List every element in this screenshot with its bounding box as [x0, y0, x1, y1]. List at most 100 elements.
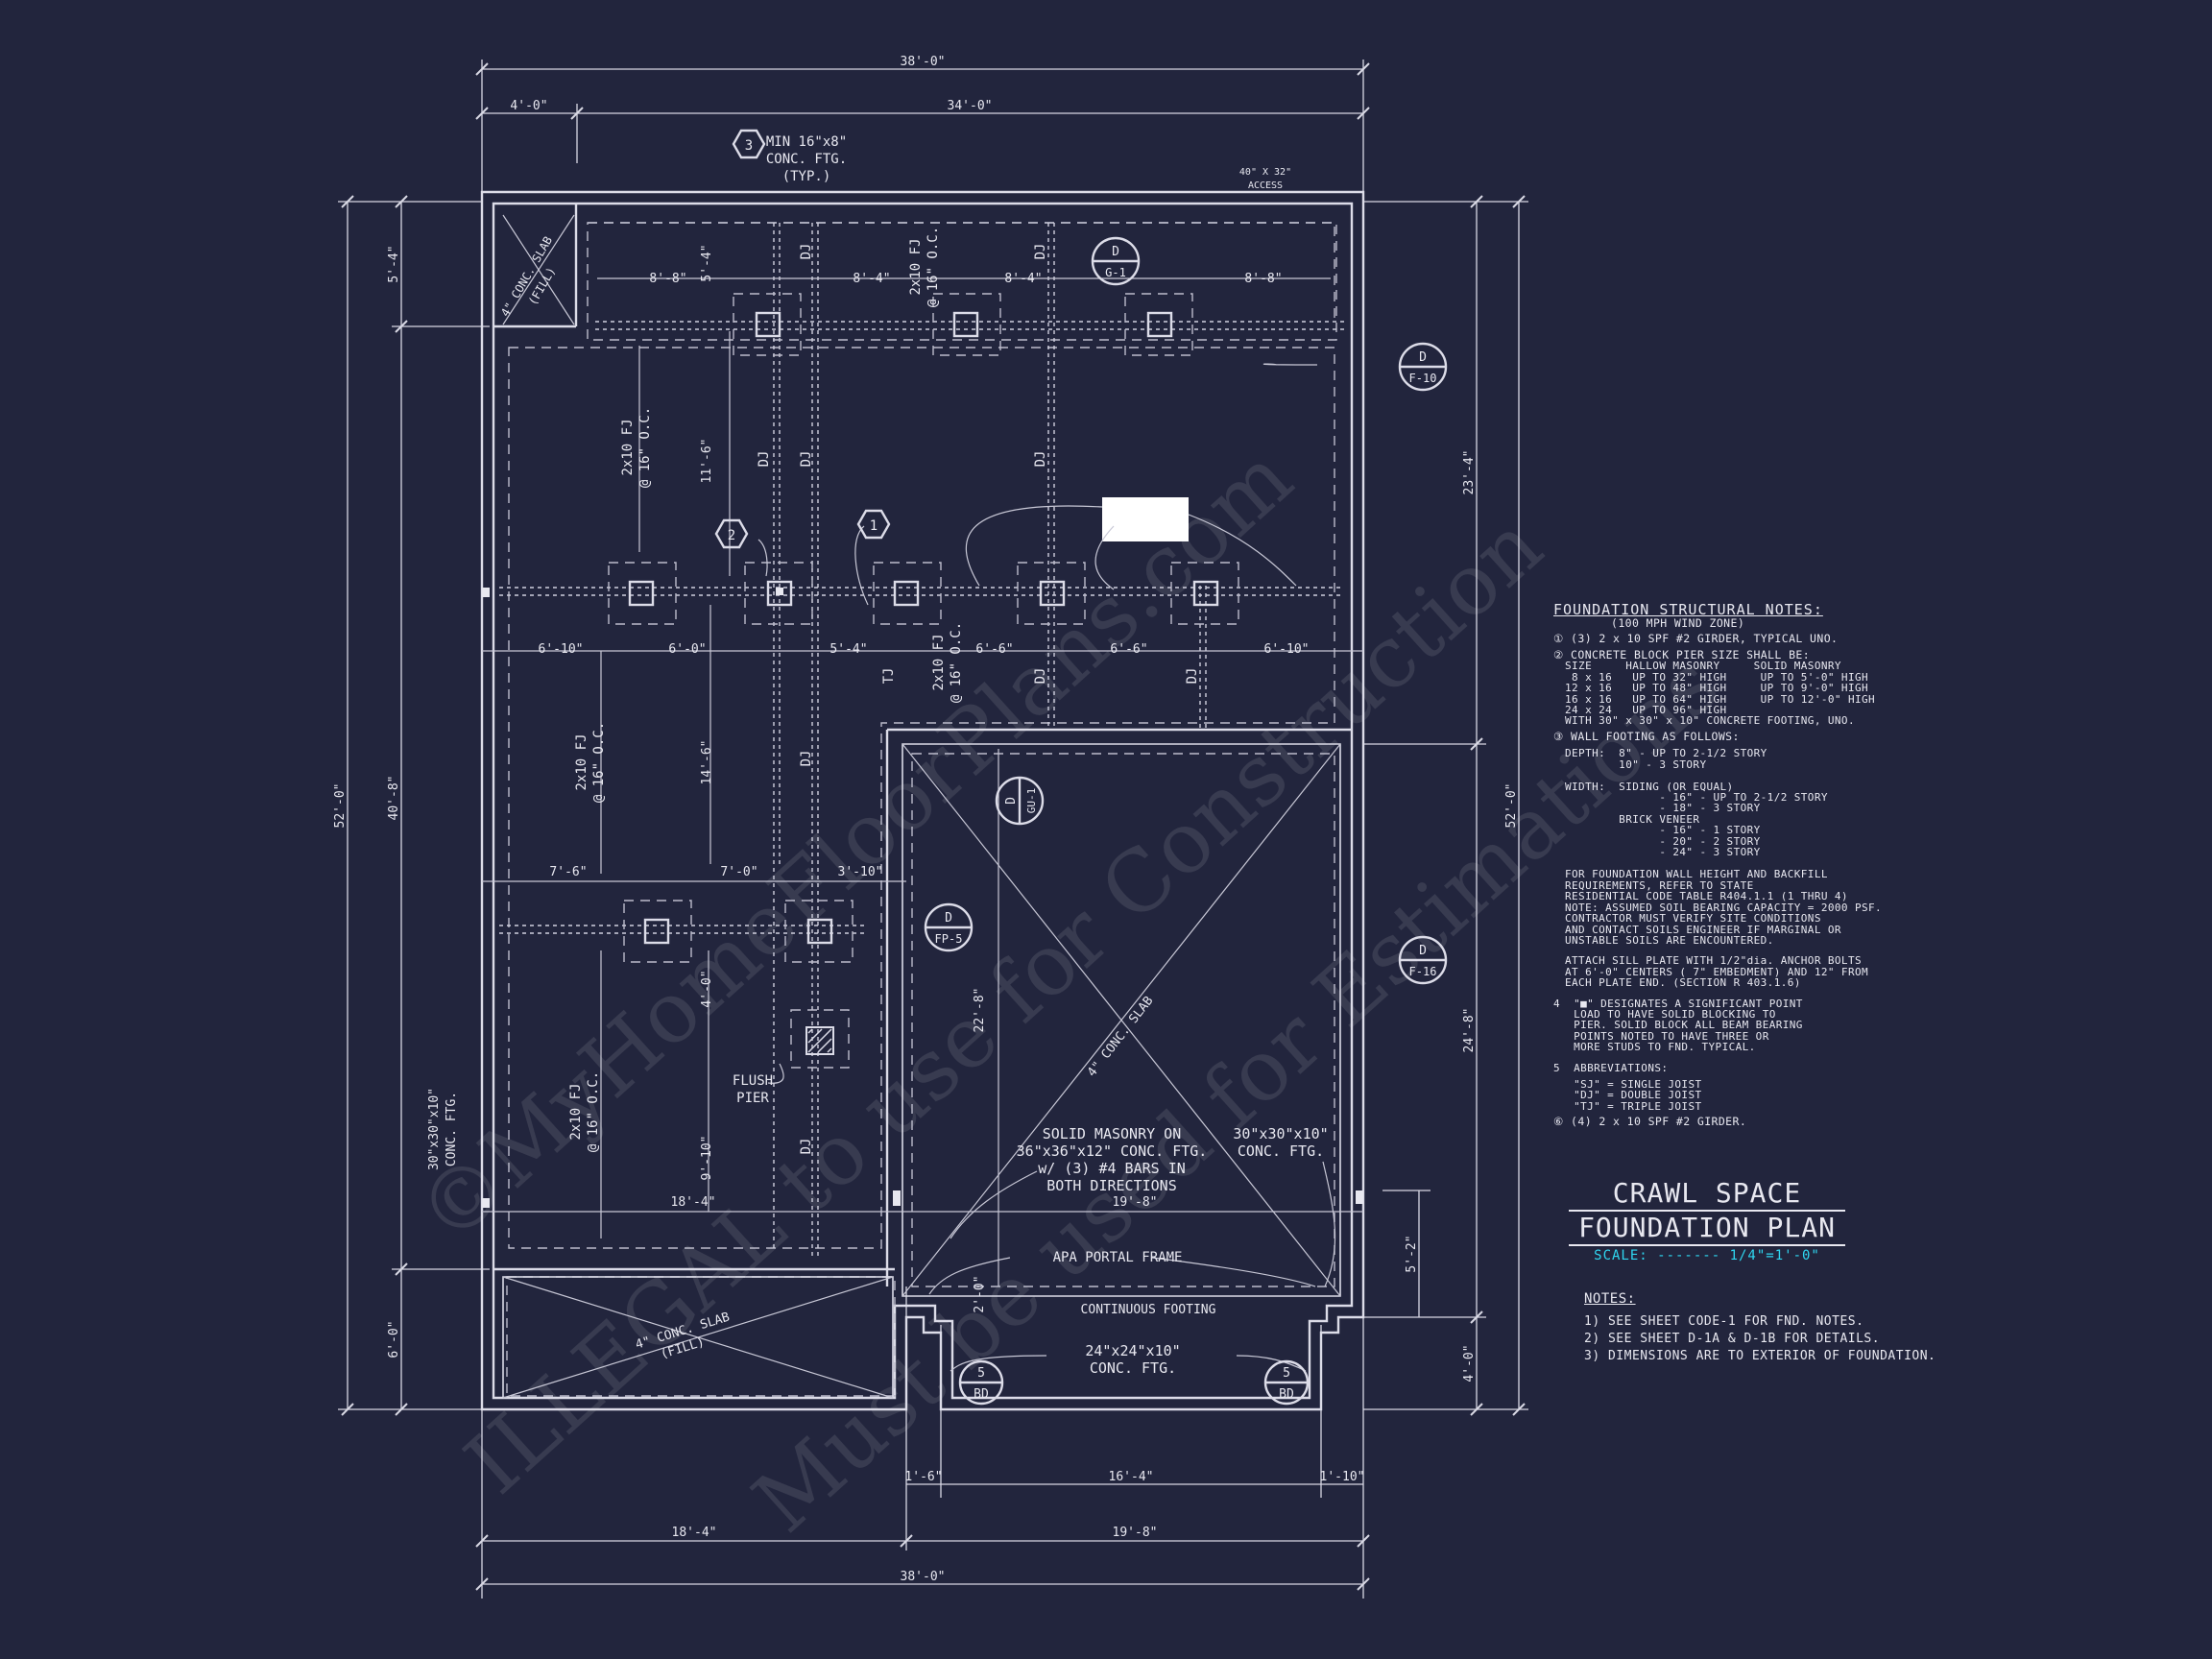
detail-tag-gu1: D GU-1	[995, 776, 1045, 826]
tj-label: TJ	[881, 668, 897, 685]
dj-label-9: DJ	[799, 1139, 814, 1155]
joist-label-1a: 2x10 FJ	[620, 419, 636, 475]
note-6-text: (4) 2 x 10 SPF #2 GIRDER.	[1571, 1115, 1747, 1129]
detail-tag-g1: D G-1	[1091, 236, 1141, 286]
dim-overall-bottom: 38'-0"	[901, 1570, 946, 1584]
dj-label-8: DJ	[799, 751, 814, 767]
footing-30-left-1: 30"x30"x10"	[427, 1088, 442, 1170]
title-line-1: CRAWL SPACE	[1612, 1177, 1802, 1209]
garage-slab-label: 4" CONC. SLAB	[1085, 994, 1157, 1080]
dim-row3-b: 7'-0"	[720, 865, 757, 879]
svg-text:1: 1	[870, 518, 878, 534]
general-note-1: 1) SEE SHEET CODE-1 FOR FND. NOTES.	[1584, 1314, 1864, 1329]
dim-row1-a: 8'-8"	[649, 272, 686, 286]
notes-wind-zone: (100 MPH WIND ZONE)	[1611, 615, 1745, 630]
detail-tag-f10: D F-10	[1398, 342, 1448, 392]
structural-notes: FOUNDATION STRUCTURAL NOTES: (100 MPH WI…	[1553, 601, 1909, 1129]
portal-frame-label: APA PORTAL FRAME	[1053, 1250, 1183, 1265]
dim-left-mid: 40'-8"	[387, 776, 401, 821]
dim-row2-a: 6'-10"	[539, 642, 584, 657]
joist-label-3a: 2x10 FJ	[568, 1083, 584, 1140]
general-note-2: 2) SEE SHEET D-1A & D-1B FOR DETAILS.	[1584, 1332, 1881, 1346]
dim-row1-e: 8'-8"	[1244, 272, 1282, 286]
note-6: ⑥ (4) 2 x 10 SPF #2 GIRDER.	[1553, 1115, 1747, 1129]
svg-text:2: 2	[728, 528, 735, 543]
dim-bottom-right: 19'-8"	[1113, 1526, 1158, 1540]
note-2: ② CONCRETE BLOCK PIER SIZE SHALL BE:	[1553, 647, 1811, 661]
svg-text:5: 5	[977, 1366, 985, 1381]
dim-row3-c: 3'-10"	[838, 865, 883, 879]
dim-row2-b: 6'-0"	[668, 642, 706, 657]
svg-text:F-16: F-16	[1409, 965, 1437, 978]
dim-bottom-seg-c: 1'-10"	[1320, 1470, 1365, 1484]
note-2-table: SIZE HALLOW MASONRY SOLID MASONRY 8 x 16…	[1565, 660, 1876, 728]
general-note-3: 3) DIMENSIONS ARE TO EXTERIOR OF FOUNDAT…	[1584, 1349, 1936, 1363]
footing-24-label-1: 24"x24"x10"	[1085, 1342, 1180, 1359]
flush-pier-label-2: PIER	[736, 1091, 769, 1106]
dj-label-3: DJ	[757, 451, 772, 468]
dim-row3-a: 7'-6"	[549, 865, 587, 879]
solid-masonry-line-1: SOLID MASONRY ON	[1043, 1125, 1182, 1142]
watermark: ©MyHomeFloorPlans.com ILLEGAL to use for…	[398, 428, 1737, 1551]
svg-text:D: D	[1004, 797, 1019, 805]
joist-label-5b: @ 16" O.C.	[949, 622, 964, 703]
dim-row1-c: 8'-4"	[853, 272, 890, 286]
dim-bottom-seg-b: 16'-4"	[1109, 1470, 1154, 1484]
dim-right-mid: 24'-8"	[1462, 1008, 1477, 1053]
min-footing-label-3: (TYP.)	[782, 169, 831, 184]
dim-row2-c: 5'-4"	[830, 642, 867, 657]
tag-hex-1: 1	[856, 509, 891, 540]
dim-top-right: 34'-0"	[948, 99, 993, 113]
detail-tag-bd-right: 5 BD	[1263, 1359, 1310, 1406]
dim-row2-f: 6'-10"	[1264, 642, 1310, 657]
svg-text:D: D	[1419, 944, 1427, 958]
note-1-text: (3) 2 x 10 SPF #2 GIRDER, TYPICAL UNO.	[1571, 632, 1839, 646]
tag-hex-2: 2	[714, 518, 749, 549]
notes-heading: FOUNDATION STRUCTURAL NOTES:	[1553, 601, 1823, 618]
note-3-text: WALL FOOTING AS FOLLOWS:	[1571, 729, 1740, 743]
dim-right-bottom: 4'-0"	[1462, 1344, 1477, 1382]
dim-top-left: 4'-0"	[510, 99, 547, 113]
solid-masonry-line-2: 36"x36"x12" CONC. FTG.	[1017, 1142, 1208, 1160]
footing-30-left-2: CONC. FTG.	[445, 1092, 459, 1166]
dj-label-4: DJ	[799, 451, 814, 468]
detail-tag-bd-left: 5 BD	[958, 1359, 1004, 1406]
dim-left-top: 5'-4"	[387, 245, 401, 282]
dj-label-6: DJ	[1033, 668, 1048, 685]
tag-hex-3: 3	[732, 129, 766, 159]
min-footing-label-2: CONC. FTG.	[766, 152, 847, 167]
leader-lines	[757, 363, 1336, 1372]
dj-label-2: DJ	[1033, 244, 1048, 260]
note-3: ③ WALL FOOTING AS FOLLOWS:	[1553, 729, 1740, 743]
footing-24-label-2: CONC. FTG.	[1090, 1359, 1176, 1377]
svg-text:5: 5	[1283, 1366, 1290, 1381]
dim-vert-d: 9'-10"	[700, 1136, 714, 1181]
dim-right-overall: 52'-0"	[1504, 783, 1519, 829]
dim-left-overall: 52'-0"	[333, 783, 348, 829]
dim-row2-e: 6'-6"	[1110, 642, 1147, 657]
joist-label-2b: @ 16" O.C.	[591, 722, 607, 803]
dj-label-1: DJ	[799, 244, 814, 260]
note-5: 5 ABBREVIATIONS:	[1553, 1061, 1669, 1074]
dj-label-5: DJ	[1033, 451, 1048, 468]
title-block: CRAWL SPACE FOUNDATION PLAN SCALE: -----…	[1563, 1177, 1851, 1263]
svg-text:G-1: G-1	[1105, 266, 1126, 279]
dim-vert-a: 11'-6"	[700, 439, 714, 484]
dj-label-7: DJ	[1185, 668, 1200, 685]
continuous-footing-label: CONTINUOUS FOOTING	[1081, 1303, 1216, 1317]
dim-vert-f: 2'-0"	[973, 1275, 987, 1312]
svg-text:BD: BD	[1279, 1387, 1294, 1402]
dim-vert-e: 22'-8"	[973, 988, 987, 1033]
general-notes: NOTES: 1) SEE SHEET CODE-1 FOR FND. NOTE…	[1584, 1290, 1936, 1365]
piers	[482, 293, 1363, 1208]
dim-row4-a: 18'-4"	[671, 1195, 716, 1210]
svg-text:D: D	[1419, 350, 1427, 365]
dim-bottom-seg-a: 1'-6"	[904, 1470, 942, 1484]
note-3-para-2: ATTACH SILL PLATE WITH 1/2"dia. ANCHOR B…	[1565, 954, 1869, 990]
joist-label-4b: @ 16" O.C.	[926, 227, 941, 307]
dim-row4-b: 19'-8"	[1113, 1195, 1158, 1210]
joist-label-1b: @ 16" O.C.	[637, 407, 653, 488]
note-1: ① (3) 2 x 10 SPF #2 GIRDER, TYPICAL UNO.	[1553, 632, 1839, 646]
dim-overall-top: 38'-0"	[901, 55, 946, 69]
